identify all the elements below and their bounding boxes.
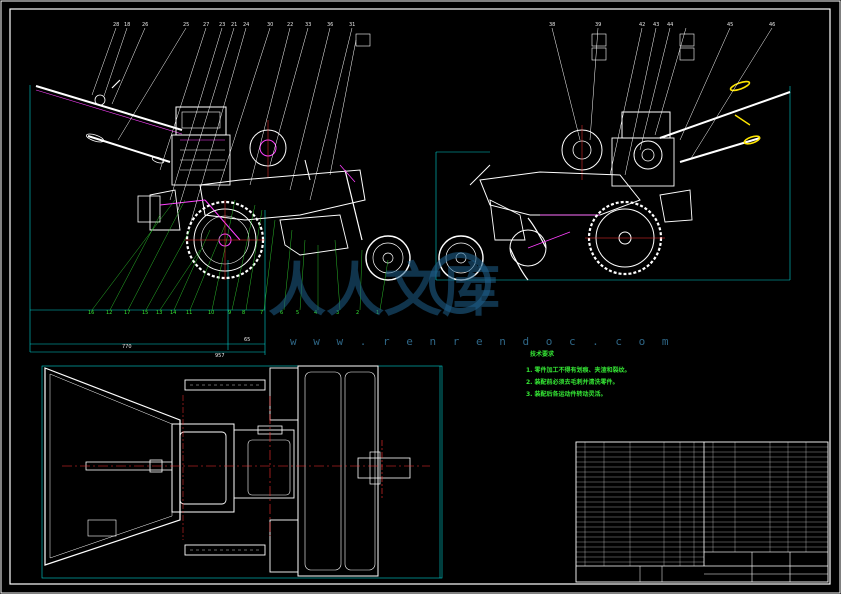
part-label-bottom-3: 15 — [142, 310, 148, 316]
part-label-right-5: 45 — [727, 22, 733, 28]
part-label-top-9: 22 — [287, 22, 293, 28]
part-label-bottom-13: 4 — [314, 310, 317, 316]
part-label-top-12: 31 — [349, 22, 355, 28]
part-label-bottom-11: 6 — [280, 310, 283, 316]
part-label-right-6: 46 — [769, 22, 775, 28]
part-label-right-1: 39 — [595, 22, 601, 28]
part-label-top-1: 18 — [124, 22, 130, 28]
part-label-top-2: 26 — [142, 22, 148, 28]
part-label-top-8: 30 — [267, 22, 273, 28]
technical-requirements: 技术要求 1. 零件加工不得有划痕、夹渣和裂纹。 2. 装配前必须去毛刺并清洗零… — [526, 350, 631, 398]
part-label-top-6: 21 — [231, 22, 237, 28]
engine-block-icon — [611, 111, 675, 187]
wheel-icon — [365, 235, 411, 281]
part-label-bottom-10: 7 — [260, 310, 263, 316]
watermark-logo: 人人文库 w w w . r e n r e n d o c . c o m — [268, 252, 674, 348]
dim-770: 770 — [122, 344, 132, 350]
part-label-right-2: 42 — [639, 22, 645, 28]
tiller-blade — [509, 217, 571, 281]
watermark-brand: 人人文库 — [268, 256, 500, 324]
part-label-bottom-8: 9 — [228, 310, 231, 316]
part-label-top-5: 23 — [219, 22, 225, 28]
part-label-bottom-9: 8 — [242, 310, 245, 316]
parts-list-table — [575, 441, 829, 583]
right-leader-lines — [551, 27, 773, 176]
part-label-top-7: 24 — [243, 22, 249, 28]
part-label-bottom-2: 17 — [124, 310, 130, 316]
wheel-icon — [185, 200, 265, 280]
part-label-top-10: 33 — [305, 22, 311, 28]
part-label-right-3: 43 — [653, 22, 659, 28]
part-label-top-11: 36 — [327, 22, 333, 28]
part-label-bottom-14: 3 — [336, 310, 339, 316]
part-label-bottom-5: 14 — [170, 310, 176, 316]
tech-req-title: 技术要求 — [530, 350, 555, 358]
handle-bar-icon — [35, 79, 183, 164]
plan-view — [41, 365, 443, 579]
gear-icon — [249, 120, 287, 178]
part-label-bottom-16: 1 — [376, 310, 379, 316]
engine-block-icon — [171, 106, 231, 186]
wheel-icon — [585, 200, 665, 276]
part-label-bottom-1: 12 — [106, 310, 112, 316]
part-label-top-3: 25 — [183, 22, 189, 28]
part-label-right-4: 44 — [667, 22, 673, 28]
inner-frame — [9, 8, 831, 585]
part-label-top-4: 27 — [203, 22, 209, 28]
part-label-bottom-15: 2 — [356, 310, 359, 316]
part-label-bottom-4: 13 — [156, 310, 162, 316]
top-leader-lines — [91, 27, 353, 226]
dim-65: 65 — [244, 337, 250, 343]
gear-icon — [561, 125, 603, 180]
handle-bar-icon — [659, 80, 791, 163]
tech-req-line-3: 3. 装配后各运动件转动灵活。 — [526, 390, 607, 398]
part-label-bottom-12: 5 — [296, 310, 299, 316]
part-label-bottom-0: 16 — [88, 310, 94, 316]
bottom-leader-lines — [91, 199, 389, 311]
part-label-bottom-7: 10 — [208, 310, 214, 316]
left-side-view: 770 65 957 — [29, 22, 411, 359]
tech-req-line-1: 1. 零件加工不得有划痕、夹渣和裂纹。 — [526, 366, 631, 374]
part-label-bottom-6: 11 — [186, 310, 192, 316]
part-label-top-0: 28 — [113, 22, 119, 28]
tech-req-line-2: 2. 装配前必须去毛刺并清洗零件。 — [526, 378, 619, 386]
part-label-right-0: 38 — [549, 22, 555, 28]
watermark-url: w w w . r e n r e n d o c . c o m — [290, 335, 674, 348]
right-side-view: 38 39 42 43 44 45 46 — [435, 22, 791, 281]
dim-957: 957 — [215, 353, 225, 359]
